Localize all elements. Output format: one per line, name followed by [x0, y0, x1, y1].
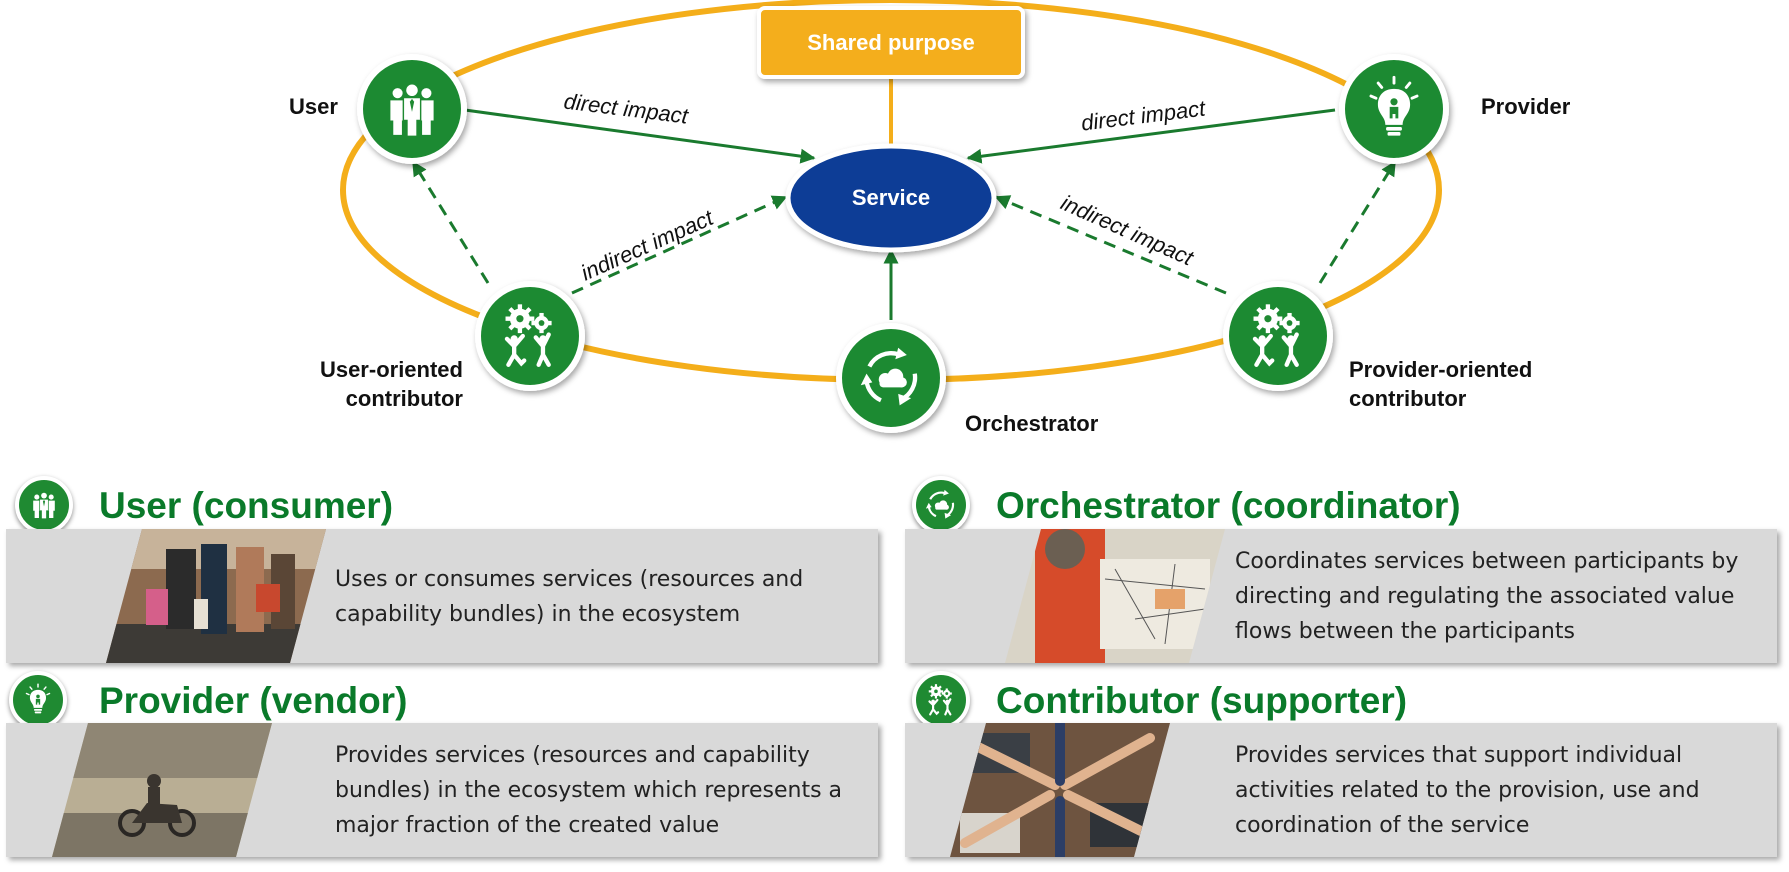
- contributor-section-title: Contributor (supporter): [996, 680, 1408, 721]
- provider-contributor-label-line1: Provider-oriented: [1349, 357, 1532, 382]
- arrow-user-direct: [464, 108, 816, 164]
- orchestrator-section-title: Orchestrator (coordinator): [996, 485, 1461, 526]
- user-section-icon: [15, 476, 73, 534]
- provider-card: Provides services (resources and capabil…: [6, 723, 878, 857]
- arrow-provider-contributor-provider: [1318, 160, 1397, 284]
- cloud-cycle-icon: [924, 488, 955, 520]
- contributor-card: Provides services that support individua…: [905, 723, 1777, 857]
- teamwork-photo: [950, 723, 1170, 857]
- arrow-provider-contributor-service: [994, 195, 1227, 295]
- orchestrator-node-label: Orchestrator: [965, 411, 1099, 436]
- user-contributor-node: [475, 281, 585, 391]
- people-icon: [32, 492, 56, 520]
- user-contributor-label-line1: User-oriented: [320, 357, 463, 382]
- service-node: Service: [785, 143, 997, 253]
- orchestrator-section-icon: [912, 476, 970, 534]
- shared-purpose-box: Shared purpose: [757, 6, 1025, 79]
- provider-node-label: Provider: [1481, 94, 1571, 119]
- provider-description: Provides services (resources and capabil…: [335, 743, 843, 838]
- contributor-description: Provides services that support individua…: [1235, 743, 1700, 838]
- arrow-user-contributor-user: [411, 160, 490, 284]
- gears-people-icon: [927, 683, 953, 716]
- orchestrator-card: Coordinates services between participant…: [905, 529, 1777, 663]
- user-card: Uses or consumes services (resources and…: [6, 529, 878, 663]
- scooter-photo: [52, 723, 272, 857]
- user-description: Uses or consumes services (resources and…: [335, 567, 804, 627]
- provider-contributor-label-line2: contributor: [1349, 386, 1467, 411]
- arrow-provider-direct: [966, 108, 1336, 164]
- shopping-photo: [106, 529, 326, 663]
- edge-label-user-direct: direct impact: [562, 89, 690, 129]
- contributor-section-icon: [912, 671, 970, 729]
- planning-photo: [1005, 529, 1225, 663]
- ecosystem-diagram: direct impact direct impact indirect imp…: [289, 0, 1571, 436]
- arrow-user-contributor-service: [571, 195, 788, 295]
- user-section-title: User (consumer): [99, 485, 394, 526]
- edge-label-user-indirect: indirect impact: [577, 205, 718, 286]
- provider-contributor-node: [1223, 281, 1333, 391]
- lightbulb-icon: [25, 683, 51, 715]
- provider-section-icon: [9, 671, 67, 729]
- user-node-label: User: [289, 94, 338, 119]
- shared-purpose-label: Shared purpose: [807, 30, 974, 55]
- user-contributor-label-line2: contributor: [346, 386, 464, 411]
- orchestrator-description: Coordinates services between participant…: [1235, 549, 1739, 644]
- people-icon: [389, 83, 435, 138]
- provider-section-title: Provider (vendor): [99, 680, 408, 721]
- service-label: Service: [852, 185, 930, 210]
